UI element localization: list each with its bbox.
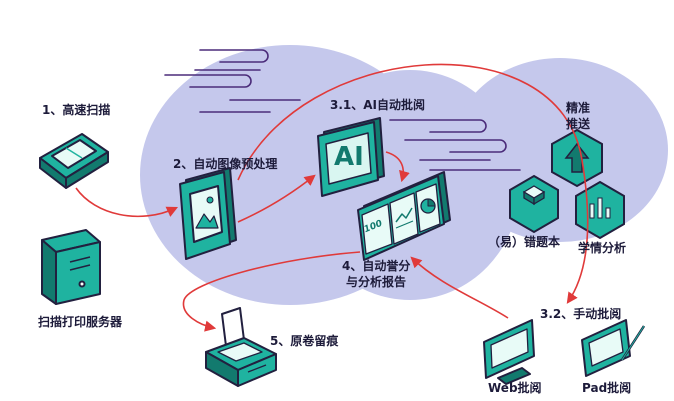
arrow-report-to-printer [182,251,361,332]
pad-tablet-icon [581,319,646,377]
precise-push-label-line2: 推送 [566,117,591,131]
print-server-icon [41,229,101,305]
wrong-questions-label: （易）错题本 [488,235,561,249]
speed-streaks-right [389,119,521,171]
print-server-label: 扫描打印服务器 [38,315,123,329]
arrow-preprocess-to-manual [237,63,589,304]
step1-label: 1、高速扫描 [42,103,111,117]
ai-screen-text: AI [334,142,364,172]
printer-icon [205,307,277,387]
web-monitor-icon [483,319,535,385]
scanner-icon [39,133,109,189]
step4-label-line2: 与分析报告 [346,275,407,289]
step2-label: 2、自动图像预处理 [173,157,278,171]
learning-analysis-label: 学情分析 [578,241,627,255]
step31-label: 3.1、AI自动批阅 [330,98,426,112]
step4-label-line1: 4、自动誉分 [342,259,411,273]
speed-streaks-top [164,49,301,113]
precise-push-label-line1: 精准 [566,101,591,115]
web-review-label: Web批阅 [488,381,542,395]
precise-push-hexagon [551,128,603,188]
pad-review-label: Pad批阅 [582,381,632,395]
arrow-preprocess-to-ai [237,174,316,223]
step5-label: 5、原卷留痕 [270,334,339,348]
arrow-web-to-report [410,256,509,319]
arrow-ai-to-report [385,151,410,183]
ai-screen-icon [317,117,385,197]
arrow-scan-to-preprocess [75,187,179,218]
image-preprocess-icon [179,167,237,260]
wrong-questions-hexagon [509,174,559,234]
report-panel-icon [357,171,451,261]
flow-arrows [75,63,589,332]
step32-label: 3.2、手动批阅 [540,307,622,321]
